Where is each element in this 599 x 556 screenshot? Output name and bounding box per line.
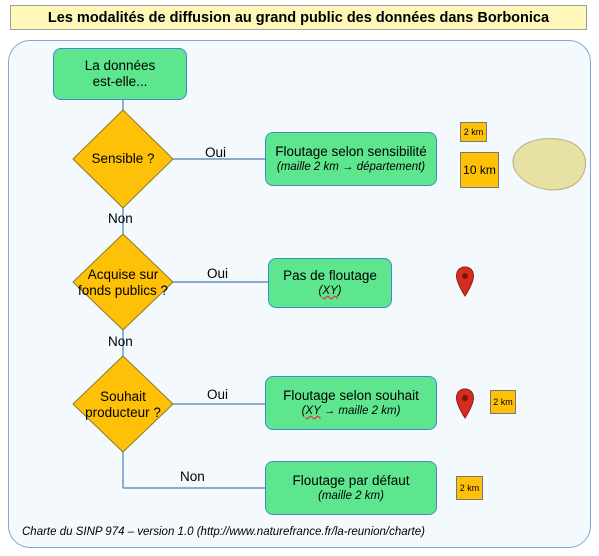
edge-label-non-1: Non: [108, 211, 133, 226]
reunion-island-map-icon: [512, 138, 586, 191]
outcome-4-sub: (maille 2 km): [318, 490, 384, 502]
start-node-line1: La données: [84, 58, 156, 73]
decision-label-souhait-line2: producteur ?: [85, 405, 161, 420]
badge-10km-sensible: 10 km: [460, 152, 499, 188]
outcome-1-sub: (maille 2 km → département): [276, 161, 426, 173]
footer-citation: Charte du SINP 974 – version 1.0 (http:/…: [22, 526, 425, 538]
outcome-floutage-defaut: Floutage par défaut (maille 2 km): [265, 461, 437, 515]
badge-2km-souhait: 2 km: [490, 390, 516, 414]
outcome-1-main: Floutage selon sensibilité: [275, 144, 427, 159]
decision-diamond-sensible: [72, 109, 174, 209]
decision-label-sensible-text: Sensible ?: [91, 151, 155, 166]
outcome-3-rest: → maille 2 km): [320, 405, 401, 417]
outcome-4-main: Floutage par défaut: [292, 473, 410, 488]
decision-diamond-souhait: [72, 355, 174, 453]
decision-label-souhait-line1: Souhait: [100, 389, 146, 404]
decision-label-sensible: Sensible ?: [73, 150, 173, 168]
outcome-2-xy: XY: [322, 285, 338, 297]
outcome-floutage-sensibilite: Floutage selon sensibilité (maille 2 km …: [265, 132, 437, 186]
decision-label-souhait: Souhait producteur ?: [68, 388, 178, 422]
outcome-2-main: Pas de floutage: [283, 268, 377, 283]
edge-label-non-2: Non: [108, 334, 133, 349]
outcome-2-sub: (XY): [318, 285, 342, 297]
edge-label-oui-2: Oui: [207, 266, 229, 281]
outcome-3-sub: (XY → maille 2 km): [301, 405, 401, 417]
outcome-floutage-souhait: Floutage selon souhait (XY → maille 2 km…: [265, 376, 437, 430]
decision-label-fonds-publics: Acquise sur fonds publics ?: [63, 266, 183, 300]
edge-label-oui-1: Oui: [205, 145, 227, 160]
outcome-pas-de-floutage: Pas de floutage (XY): [268, 258, 392, 308]
start-node-line2: est-elle...: [92, 74, 148, 89]
diagram-title: Les modalités de diffusion au grand publ…: [10, 5, 587, 30]
map-pin-icon: [455, 388, 475, 419]
decision-label-fonds-publics-line1: Acquise sur: [87, 267, 159, 282]
outcome-3-xy: XY: [305, 405, 321, 417]
decision-label-fonds-publics-line2: fonds publics ?: [77, 283, 169, 298]
edge-label-non-3: Non: [180, 469, 205, 484]
map-pin-icon: [455, 266, 475, 297]
badge-2km-defaut: 2 km: [456, 476, 483, 500]
outcome-3-main: Floutage selon souhait: [283, 388, 419, 403]
badge-2km-sensible: 2 km: [460, 122, 487, 142]
edge-label-oui-3: Oui: [207, 387, 229, 402]
decision-diamond-fonds-publics: [72, 233, 174, 331]
start-node: La données est-elle...: [53, 48, 187, 100]
